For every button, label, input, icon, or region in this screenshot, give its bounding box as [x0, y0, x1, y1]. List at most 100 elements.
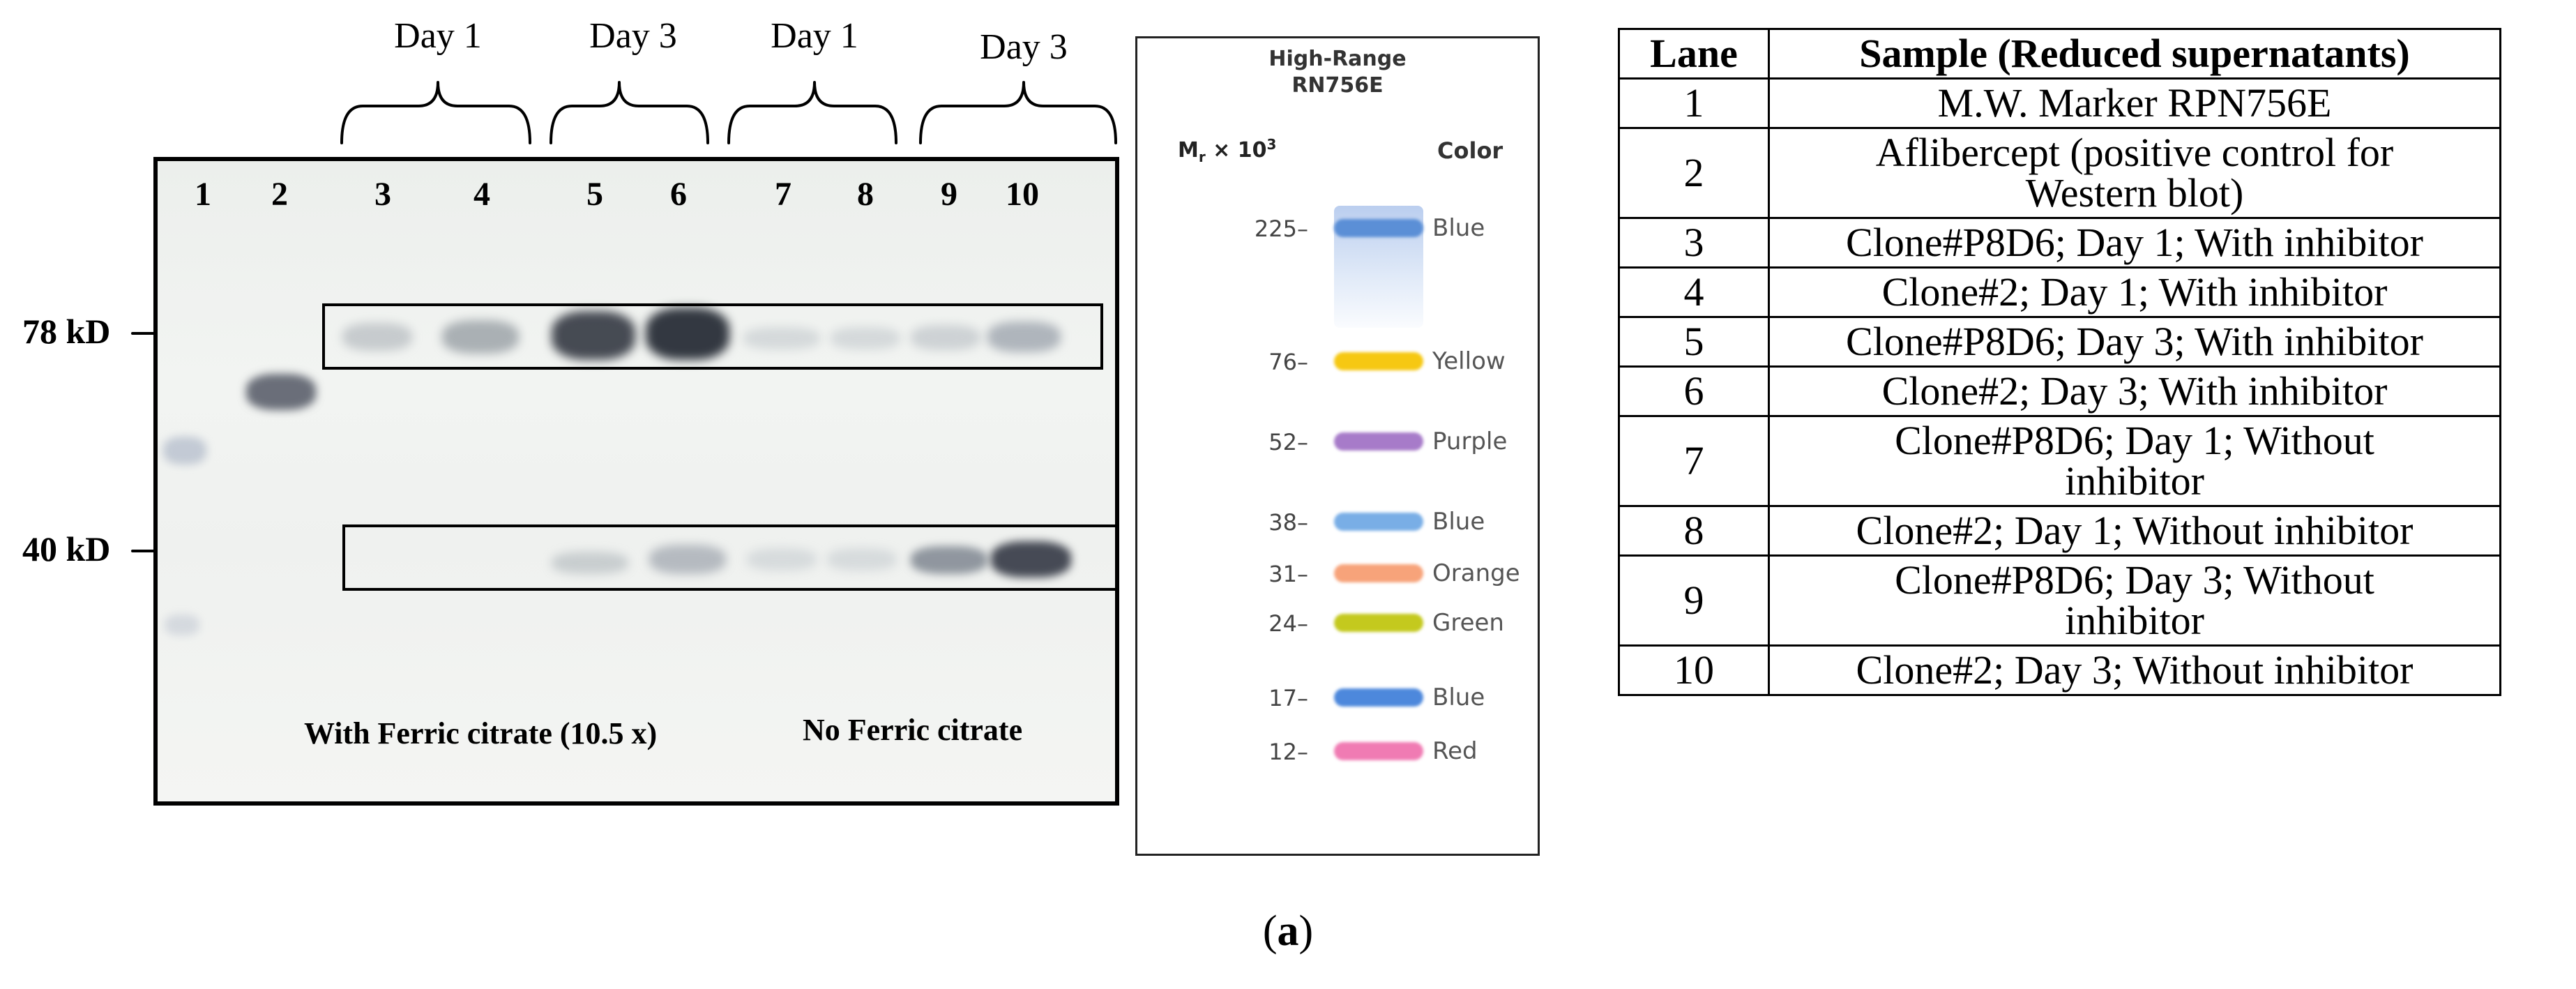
- gel-band: [163, 437, 206, 465]
- marker-band: [1334, 688, 1423, 707]
- marker-mw-label: 12–: [1268, 739, 1308, 765]
- sample-line: inhibitor: [2065, 598, 2204, 643]
- gel-band: [827, 548, 897, 571]
- figure-caption: (a): [1262, 907, 1314, 955]
- gel-band: [743, 327, 820, 349]
- table-cell-lane: 5: [1618, 316, 1770, 368]
- gel-band: [991, 541, 1071, 577]
- lane-number: 9: [941, 176, 957, 213]
- table-cell-lane: 6: [1618, 365, 1770, 417]
- band-label-40kd: 40 kD: [22, 529, 111, 568]
- gel-band: [911, 546, 987, 574]
- band-box-78kd: [322, 303, 1103, 370]
- marker-color-name: Purple: [1432, 428, 1508, 455]
- sample-line: M.W. Marker RPN756E: [1937, 80, 2332, 126]
- sample-line: Clone#P8D6; Day 3; Without: [1895, 557, 2374, 603]
- marker-mw-label: 38–: [1268, 509, 1308, 536]
- lane-number: 8: [857, 176, 874, 213]
- bracket-day1-with: [340, 81, 531, 144]
- gel-band: [552, 311, 635, 360]
- table-cell-lane: 4: [1618, 266, 1770, 318]
- sample-line: Clone#2; Day 3; Without inhibitor: [1856, 647, 2414, 693]
- lane-number: 6: [670, 176, 687, 213]
- gel-band: [646, 308, 729, 360]
- table-cell-lane: 1: [1618, 77, 1770, 129]
- day-label-2: Day 3: [589, 16, 677, 56]
- marker-mw-label: 31–: [1268, 561, 1308, 587]
- gel-band: [831, 327, 900, 349]
- marker-band: [1334, 513, 1423, 531]
- lane-number: 2: [271, 176, 288, 213]
- table-row: 5 Clone#P8D6; Day 3; With inhibitor: [1618, 316, 2501, 368]
- sample-line: Clone#P8D6; Day 3; With inhibitor: [1846, 319, 2423, 364]
- table-cell-sample: Clone#2; Day 1; Without inhibitor: [1768, 505, 2501, 557]
- gel-band: [552, 552, 628, 574]
- table-cell-lane: 3: [1618, 217, 1770, 269]
- marker-color-name: Green: [1432, 609, 1504, 637]
- table-row: 10 Clone#2; Day 3; Without inhibitor: [1618, 644, 2501, 696]
- lane-number: 4: [473, 176, 490, 213]
- table-cell-sample: Clone#2; Day 3; With inhibitor: [1768, 365, 2501, 417]
- condition-label-with-ferric: With Ferric citrate (10.5 x): [304, 716, 658, 750]
- marker-color-name: Red: [1432, 737, 1478, 765]
- table-cell-lane: 10: [1618, 644, 1770, 696]
- lane-number: 3: [374, 176, 391, 213]
- lane-number: 7: [775, 176, 791, 213]
- table-cell-sample: Clone#2; Day 3; Without inhibitor: [1768, 644, 2501, 696]
- table-cell-sample: Clone#P8D6; Day 1; With inhibitor: [1768, 217, 2501, 269]
- table-cell-lane: 9: [1618, 554, 1770, 647]
- bracket-day3-with: [550, 81, 709, 144]
- table-cell-lane: 7: [1618, 415, 1770, 507]
- table-cell-sample: Clone#P8D6; Day 3; With inhibitor: [1768, 316, 2501, 368]
- mr-axis-label: Mr × 103: [1178, 136, 1277, 165]
- lane-number: 1: [195, 176, 211, 213]
- bracket-day1-without: [727, 81, 897, 144]
- western-blot-gel: 1 2 3 4 5 6 7 8 9 10 With Ferric citrate…: [153, 157, 1119, 806]
- sample-line: Clone#2; Day 3; With inhibitor: [1881, 368, 2388, 414]
- lane-number: 5: [586, 176, 603, 213]
- marker-band: [1334, 352, 1423, 370]
- marker-color-name: Blue: [1432, 214, 1485, 242]
- day-label-3: Day 1: [771, 16, 858, 56]
- sample-line: Clone#P8D6; Day 1; Without: [1895, 418, 2374, 463]
- gel-band: [911, 325, 980, 350]
- color-column-header: Color: [1437, 137, 1503, 164]
- sample-line: Aflibercept (positive control for: [1875, 130, 2394, 175]
- table-row: 6 Clone#2; Day 3; With inhibitor: [1618, 365, 2501, 417]
- marker-color-name: Blue: [1432, 684, 1485, 711]
- gel-band: [165, 614, 199, 635]
- marker-title-line1: High-Range: [1268, 47, 1407, 71]
- table-cell-lane: 2: [1618, 127, 1770, 219]
- sample-line: Western blot): [2025, 170, 2244, 216]
- marker-band: [1334, 219, 1423, 237]
- marker-mw-label: 76–: [1268, 349, 1308, 375]
- marker-color-name: Yellow: [1432, 347, 1506, 375]
- marker-title-line2: RN756E: [1291, 73, 1384, 98]
- gel-band: [987, 322, 1061, 352]
- condition-label-no-ferric: No Ferric citrate: [803, 713, 1023, 747]
- gel-band: [442, 320, 519, 354]
- gel-band: [342, 323, 412, 351]
- marker-mw-label: 52–: [1268, 429, 1308, 455]
- lane-number: 10: [1006, 176, 1039, 213]
- marker-mw-label: 17–: [1268, 685, 1308, 711]
- table-cell-lane: 8: [1618, 505, 1770, 557]
- sample-line: Clone#2; Day 1; With inhibitor: [1881, 269, 2388, 315]
- marker-color-name: Blue: [1432, 508, 1485, 536]
- table-cell-sample: M.W. Marker RPN756E: [1768, 77, 2501, 129]
- day-label-4: Day 3: [980, 27, 1068, 67]
- marker-mw-label: 225–: [1254, 216, 1308, 242]
- gel-band: [649, 545, 726, 574]
- table-row: 4 Clone#2; Day 1; With inhibitor: [1618, 266, 2501, 318]
- marker-band: [1334, 432, 1423, 451]
- table-header-lane: Lane: [1618, 28, 1770, 80]
- caption-letter: a: [1277, 907, 1299, 955]
